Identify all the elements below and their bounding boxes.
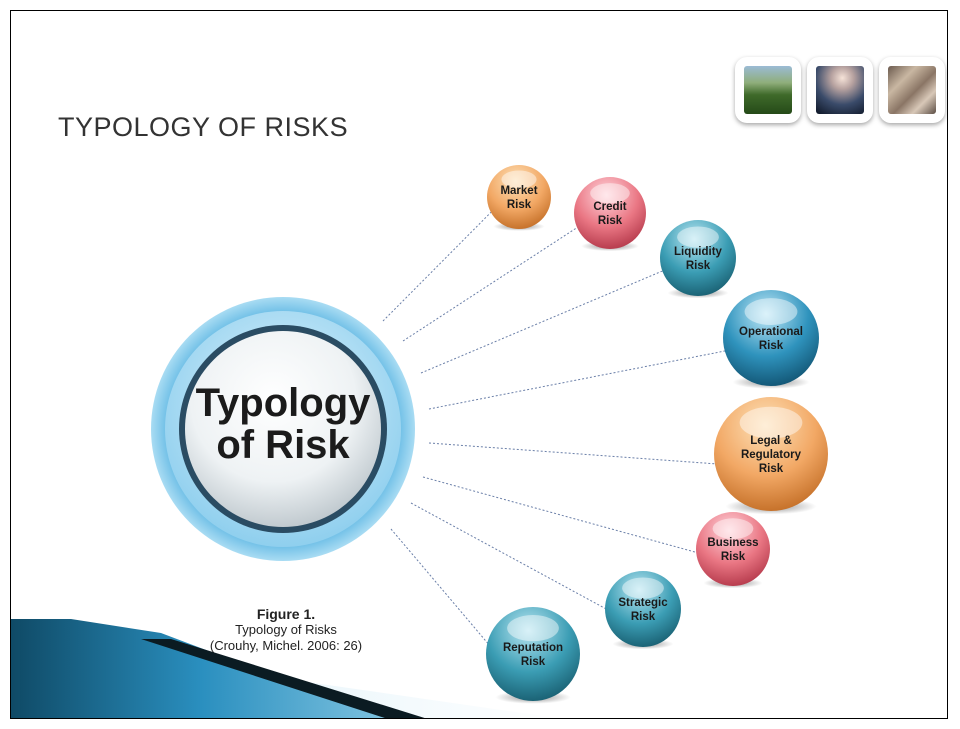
node-reputation-circle (486, 607, 580, 701)
volcano-photo-thumbnail (807, 57, 873, 123)
mountain-photo-thumbnail (735, 57, 801, 123)
connector-strategic (410, 502, 621, 618)
connector-reputation (390, 528, 506, 664)
node-business-label-2: Risk (721, 551, 746, 563)
caption-text: Typology of Risks (235, 622, 337, 637)
hub-label-line1: Typology (196, 381, 372, 425)
node-credit-circle (574, 177, 646, 249)
node-reputation-label-1: Reputation (503, 642, 563, 654)
node-business-circle (696, 512, 770, 586)
connector-legal (428, 442, 737, 466)
node-market-label-2: Risk (507, 199, 532, 211)
node-credit-label-2: Risk (598, 215, 623, 227)
corner-swoosh-dark (11, 619, 386, 718)
node-legal-label-2: Regulatory (741, 449, 802, 461)
caption-figure-label: Figure 1. (256, 606, 316, 622)
hub-label-line2: of Risk (216, 423, 350, 467)
node-strategic-circle (605, 571, 681, 647)
connector-market (382, 203, 501, 322)
caption-source: (Crouhy, Michel. 2006: 26) (209, 638, 363, 653)
node-operational-label-2: Risk (759, 340, 784, 352)
node-operational-label-1: Operational (739, 326, 803, 338)
node-market-label-1: Market (500, 185, 537, 197)
connector-business (422, 476, 711, 557)
slide-title: TYPOLOGY OF RISKS (58, 112, 349, 142)
connector-liquidity (420, 265, 676, 374)
node-credit-label-1: Credit (593, 201, 626, 213)
node-strategic-label-1: Strategic (618, 597, 668, 609)
node-liquidity-circle (660, 220, 736, 296)
connector-operational (428, 347, 743, 410)
crowd-photo-thumbnail (879, 57, 945, 123)
node-market-circle (487, 165, 551, 229)
node-legal-label-1: Legal & (750, 435, 792, 447)
node-strategic-label-2: Risk (631, 611, 656, 623)
node-legal-label-3: Risk (759, 463, 784, 475)
figure-caption: Figure 1. Typology of Risks (Crouhy, Mic… (201, 606, 371, 654)
node-legal-circle (714, 397, 828, 511)
corner-swoosh-black (141, 639, 425, 718)
node-operational-circle (723, 290, 819, 386)
hub-circle: Typology of Risk (151, 297, 415, 561)
connector-lines (382, 203, 743, 664)
node-reputation-label-2: Risk (521, 656, 546, 668)
node-liquidity-label-2: Risk (686, 260, 711, 272)
connector-credit (402, 219, 589, 342)
node-liquidity-label-1: Liquidity (674, 246, 723, 258)
node-business-label-1: Business (707, 537, 758, 549)
